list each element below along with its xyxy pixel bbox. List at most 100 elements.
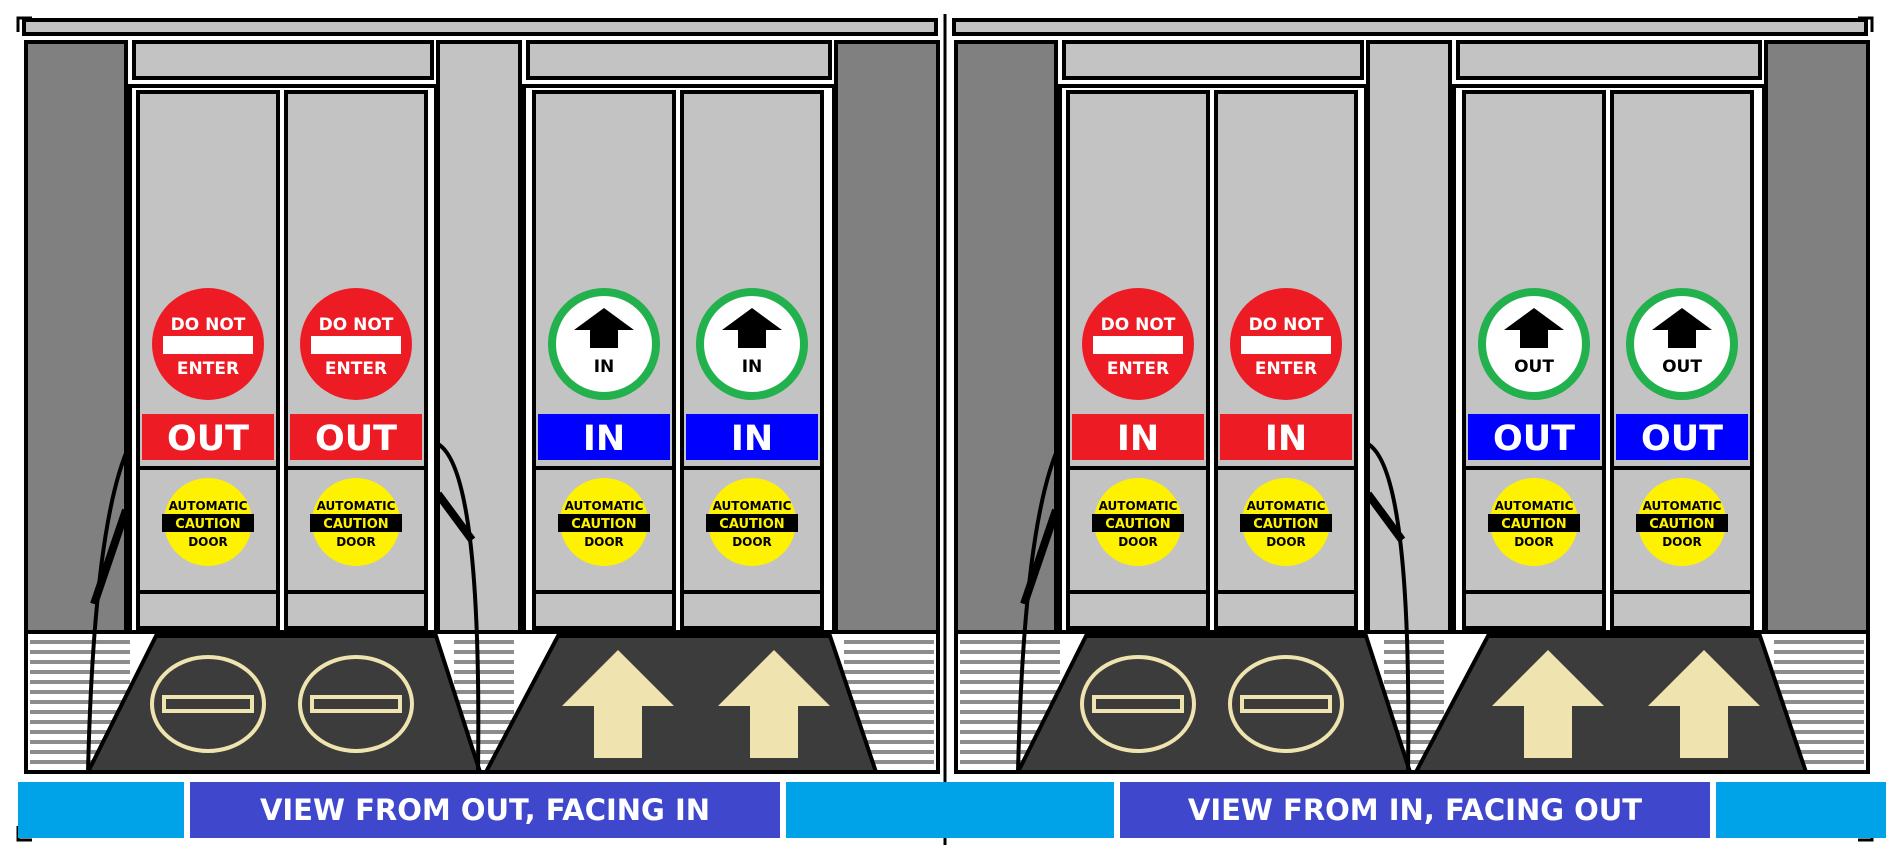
do-not-enter-sign: DO NOT ENTER	[300, 288, 412, 400]
left-wall	[24, 40, 128, 634]
floor	[24, 442, 940, 774]
arrow-sign: OUT	[1478, 288, 1590, 400]
direction-banner-text: IN	[731, 419, 773, 459]
floor-bar	[1092, 695, 1184, 713]
right-wall	[1764, 40, 1870, 634]
direction-banner	[1220, 414, 1352, 460]
sign-text-top: DO NOT	[1101, 315, 1176, 335]
caption-bar	[190, 782, 780, 838]
direction-banner-text: OUT	[167, 419, 249, 459]
sign-text-bottom: ENTER	[1255, 359, 1317, 379]
caution-line-3: DOOR	[1514, 535, 1554, 549]
door-swing-edge	[1364, 491, 1406, 543]
door-swing-edge	[90, 508, 130, 606]
caution-band	[1636, 514, 1728, 532]
arrow-sign: OUT	[1626, 288, 1738, 400]
floor-no-entry-marking	[150, 655, 266, 753]
floor-no-entry-marking	[1080, 655, 1196, 753]
arrow-sign: IN	[696, 288, 808, 400]
transom-right	[526, 40, 832, 80]
caution-band	[310, 514, 402, 532]
caution-line-1: AUTOMATIC	[1247, 499, 1326, 513]
caution-band	[558, 514, 650, 532]
no-entry-bar	[1093, 336, 1183, 354]
floor-no-entry-marking	[298, 655, 414, 753]
caution-line-1: AUTOMATIC	[565, 499, 644, 513]
caution-line-1: AUTOMATIC	[317, 499, 396, 513]
direction-banner	[1616, 414, 1748, 460]
caution-line-3: DOOR	[584, 535, 624, 549]
door-swing-edge	[434, 491, 476, 543]
sign-text-bottom: ENTER	[177, 359, 239, 379]
transom-left	[132, 40, 434, 80]
sign-text-bottom: ENTER	[325, 359, 387, 379]
direction-banner	[686, 414, 818, 460]
arrow-up-icon	[1504, 308, 1564, 348]
caution-band	[706, 514, 798, 532]
no-entry-bar	[1241, 336, 1331, 354]
floor-zone-no-entry	[84, 634, 483, 774]
direction-banner-text: IN	[583, 419, 625, 459]
caption-bar	[1120, 782, 1710, 838]
arrow-up-icon	[574, 308, 634, 348]
floor-arrow-icon	[1492, 650, 1604, 758]
caution-band	[1092, 514, 1184, 532]
caution-line-3: DOOR	[1118, 535, 1158, 549]
caution-line-2: CAUTION	[571, 517, 636, 532]
sign-text-top: DO NOT	[171, 315, 246, 335]
direction-banner	[142, 414, 274, 460]
sign-text-top: DO NOT	[319, 315, 394, 335]
arrow-sign-label: OUT	[1514, 357, 1554, 377]
caution-line-2: CAUTION	[719, 517, 784, 532]
floor-arrow-icon	[1648, 650, 1760, 758]
do-not-enter-sign: DO NOT ENTER	[1082, 288, 1194, 400]
floor-arrow-icon	[562, 650, 674, 758]
door-1: DO NOT ENTER OUT AUTOMATIC CAUTION DOOR	[136, 90, 280, 630]
floor-bar	[162, 695, 254, 713]
caution-line-1: AUTOMATIC	[169, 499, 248, 513]
door-3: IN IN AUTOMATIC CAUTION DOOR	[532, 90, 676, 630]
caution-line-2: CAUTION	[1105, 517, 1170, 532]
direction-banner	[290, 414, 422, 460]
door-1: DO NOT ENTER IN AUTOMATIC CAUTION DOOR	[1066, 90, 1210, 630]
caution-band	[162, 514, 254, 532]
transom-right	[1456, 40, 1762, 80]
header-beam	[952, 18, 1868, 36]
caution-line-2: CAUTION	[175, 517, 240, 532]
caution-line-2: CAUTION	[1501, 517, 1566, 532]
direction-banner-text: OUT	[1641, 419, 1723, 459]
caption-right-block	[786, 782, 956, 838]
sign-text-top: DO NOT	[1249, 315, 1324, 335]
caution-line-1: AUTOMATIC	[1643, 499, 1722, 513]
direction-banner-text: IN	[1265, 419, 1307, 459]
caution-sticker: AUTOMATIC CAUTION DOOR	[558, 478, 650, 566]
door-swing-edge	[1020, 508, 1060, 606]
do-not-enter-sign: DO NOT ENTER	[1230, 288, 1342, 400]
arrow-sign: IN	[548, 288, 660, 400]
direction-banner-text: IN	[1117, 419, 1159, 459]
caution-line-3: DOOR	[1266, 535, 1306, 549]
floor-no-entry-marking	[1228, 655, 1344, 753]
caption-text: VIEW FROM OUT, FACING IN	[260, 793, 710, 827]
direction-banner	[1468, 414, 1600, 460]
direction-banner	[1072, 414, 1204, 460]
caution-sticker: AUTOMATIC CAUTION DOOR	[1092, 478, 1184, 566]
caption-right-block	[1716, 782, 1886, 838]
do-not-enter-sign: DO NOT ENTER	[152, 288, 264, 400]
direction-banner	[538, 414, 670, 460]
caution-line-3: DOOR	[336, 535, 376, 549]
center-pillar	[436, 40, 522, 634]
floor-zone-no-entry	[1014, 634, 1413, 774]
caution-line-1: AUTOMATIC	[1099, 499, 1178, 513]
transom-left	[1062, 40, 1364, 80]
right-wall	[834, 40, 940, 634]
floor-bar	[1240, 695, 1332, 713]
caution-line-3: DOOR	[188, 535, 228, 549]
sign-text-bottom: ENTER	[1107, 359, 1169, 379]
